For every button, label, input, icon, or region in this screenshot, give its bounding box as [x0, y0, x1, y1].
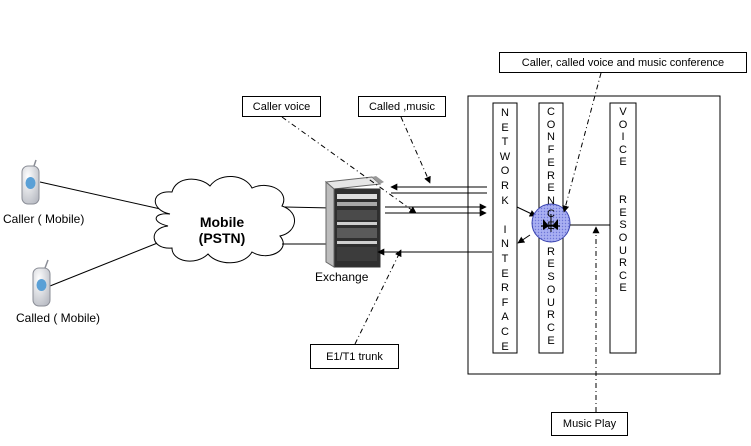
exchange-label: Exchange	[315, 270, 369, 284]
conference-pointer	[562, 72, 602, 213]
media-server-box	[467, 95, 721, 375]
caller-voice-pointer	[281, 116, 417, 214]
conference-callout: Caller, called voice and music conferenc…	[499, 52, 747, 73]
e1t1-pointer	[354, 249, 402, 345]
called-link-line	[49, 237, 171, 287]
voice-resource-column	[609, 102, 637, 354]
caller-voice-callout: Caller voice	[242, 96, 321, 117]
caller-link-line	[39, 181, 166, 211]
conference-node-icon	[531, 203, 571, 243]
server-rack-icon	[324, 176, 384, 268]
called-music-pointer	[400, 116, 431, 184]
network-interface-label: N E T W O R K I N T E R F A C E	[499, 107, 511, 353]
voice-resource-label: V O I C E R E S O U R C E	[618, 106, 628, 295]
network-interface-column	[492, 102, 518, 354]
cloud-line-2: (PSTN)	[198, 230, 246, 246]
caller-mobile-label: Caller ( Mobile)	[3, 212, 85, 226]
conference-resource-label: C O N F E R E N C E R E S O U R C E	[546, 106, 556, 347]
pstn-cloud-label: Mobile (PSTN)	[186, 214, 258, 246]
pstn-cloud	[153, 176, 295, 264]
e1t1-trunk-callout: E1/T1 trunk	[310, 344, 399, 369]
music-play-callout: Music Play	[551, 412, 628, 436]
cloud-line-1: Mobile	[199, 214, 245, 230]
mobile-phone-icon	[21, 159, 40, 205]
mobile-phone-icon	[32, 259, 51, 307]
called-music-callout: Called ,music	[358, 96, 446, 117]
called-mobile-label: Called ( Mobile)	[16, 311, 101, 325]
